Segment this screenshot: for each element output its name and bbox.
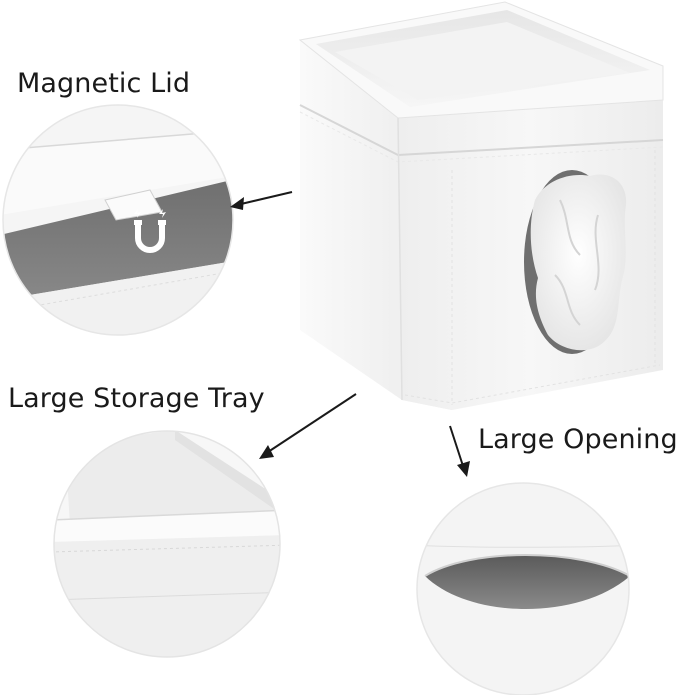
tissue	[530, 174, 627, 351]
label-magnetic-lid: Magnetic Lid	[17, 68, 191, 99]
magnetic-lid-detail	[2, 104, 234, 336]
large-opening-detail	[416, 482, 630, 695]
arrow-magnetic-lid	[230, 191, 293, 210]
label-large-opening: Large Opening	[478, 424, 678, 455]
magnet-band	[3, 178, 233, 300]
storage-tray-detail	[53, 430, 281, 658]
tissue-box	[298, 1, 664, 410]
arrow-large-opening	[449, 425, 470, 477]
magnet-icon	[134, 209, 166, 253]
opening-hole	[425, 555, 629, 609]
arrow-storage-tray	[259, 393, 357, 459]
label-large-storage-tray: Large Storage Tray	[8, 383, 265, 414]
